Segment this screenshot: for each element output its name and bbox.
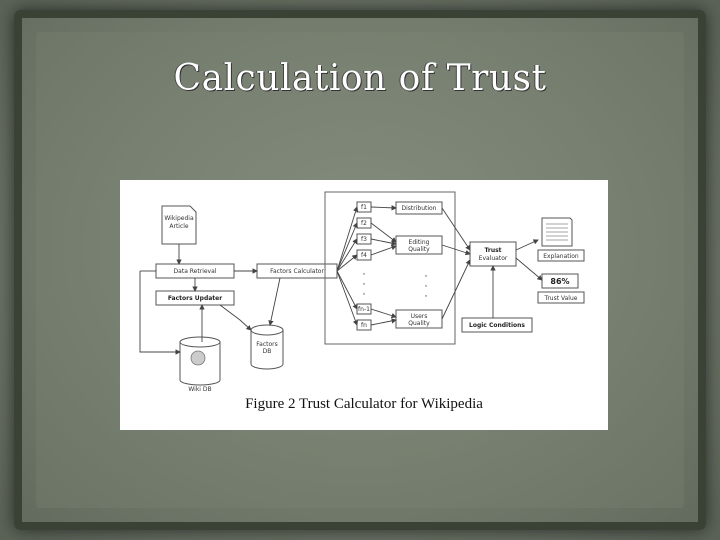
factors-calculator-label: Factors Calculator <box>270 268 324 275</box>
explanation-node: Explanation <box>537 217 585 262</box>
factor-dots-3: · <box>363 291 365 298</box>
trust-evaluator-label-1: Trust <box>484 247 501 254</box>
quality-dots-2: · <box>425 283 427 290</box>
factor-label-1: f1 <box>361 204 367 211</box>
factor-label-2: f2 <box>361 220 367 227</box>
figure-caption: Figure 2 Trust Calculator for Wikipedia <box>245 396 483 412</box>
wikipedia-article-label-2: Article <box>169 223 189 230</box>
trust-value-node: 86% Trust Value <box>537 273 585 304</box>
connectors <box>139 205 543 355</box>
quality-dots-3: · <box>425 293 427 300</box>
trust-calculator-figure: Wikipedia Article Data Retrieval Factors… <box>120 180 608 430</box>
wiki-db-label: Wiki DB <box>188 386 211 393</box>
wikipedia-article-node: Wikipedia Article <box>161 205 197 245</box>
quality-dots-1: · <box>425 273 427 280</box>
factors-container <box>324 191 456 345</box>
users-quality-label-1: Users <box>411 313 428 320</box>
editing-quality-label-1: Editing <box>409 239 430 246</box>
factors-db-label-1: Factors <box>256 341 278 348</box>
distribution-node: Distribution <box>395 201 443 215</box>
editing-quality-node: Editing Quality <box>395 235 443 255</box>
trust-evaluator-label-2: Evaluator <box>479 255 508 262</box>
wiki-db-node: Wiki DB <box>179 336 221 393</box>
users-quality-label-2: Quality <box>408 320 430 327</box>
slide-title: Calculation of Trust <box>173 58 547 99</box>
data-retrieval-node: Data Retrieval <box>155 263 235 279</box>
data-retrieval-label: Data Retrieval <box>174 268 217 275</box>
wikipedia-article-label-1: Wikipedia <box>164 215 194 222</box>
logic-conditions-node: Logic Conditions <box>461 317 533 333</box>
users-quality-node: Users Quality <box>395 309 443 329</box>
trust-value-label: Trust Value <box>544 295 578 302</box>
trust-evaluator-node: Trust Evaluator <box>469 241 517 267</box>
distribution-label: Distribution <box>401 205 436 212</box>
factor-dots-2: · <box>363 281 365 288</box>
trust-calculator-diagram: Wikipedia Article Data Retrieval Factors… <box>139 191 585 393</box>
factors-updater-label: Factors Updater <box>168 295 222 302</box>
factor-boxes: f1 f2 f3 f4 · · · fn-1 fn <box>356 201 372 331</box>
editing-quality-label-2: Quality <box>408 246 430 253</box>
factor-label-6: fn <box>361 322 367 329</box>
factors-db-node: Factors DB <box>250 324 284 370</box>
factor-dots-1: · <box>363 271 365 278</box>
factor-label-3: f3 <box>361 236 367 243</box>
factors-db-label-2: DB <box>263 348 272 355</box>
factors-updater-node: Factors Updater <box>155 290 235 306</box>
explanation-label: Explanation <box>543 253 579 260</box>
factor-label-5: fn-1 <box>358 306 370 313</box>
logic-conditions-label: Logic Conditions <box>469 322 525 329</box>
factor-label-4: f4 <box>361 252 367 259</box>
trust-value-percent: 86% <box>550 277 569 286</box>
